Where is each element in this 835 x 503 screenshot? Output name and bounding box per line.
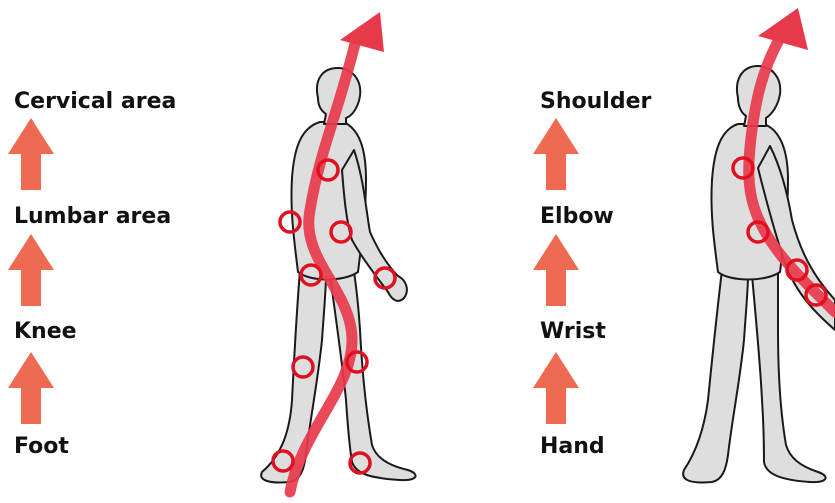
walking-body-silhouette: [683, 66, 835, 483]
